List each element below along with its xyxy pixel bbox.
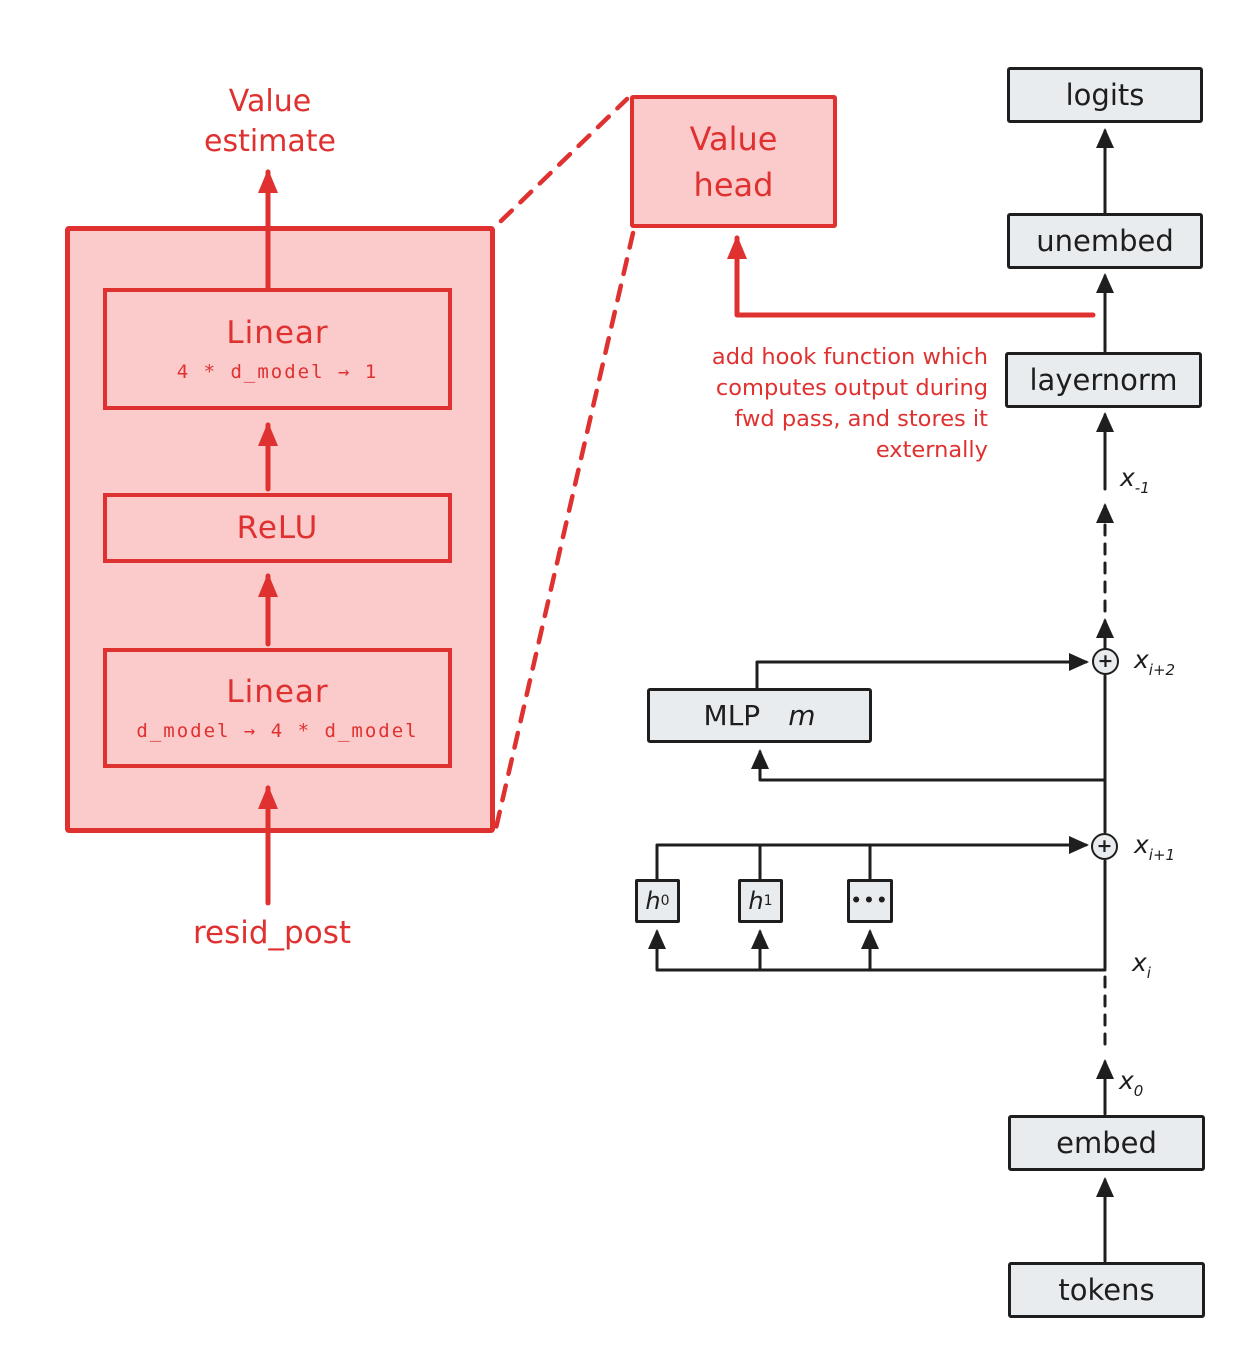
x-0-sub: 0 [1133,1082,1144,1100]
arrow-xi-to-head0 [648,929,1107,972]
x-i1-base: x [1134,830,1149,859]
residual-add-icon: + [1091,833,1118,860]
attn-head-more-dots: ••• [850,891,890,911]
hook-annotation-line4: externally [875,437,988,463]
x-i1-sub: i+1 [1148,846,1176,864]
unembed-box: unembed [1007,213,1203,269]
attn-head-0-sub: 0 [660,893,670,909]
linear-output-layer-title: Linear [226,315,329,351]
attn-head-more-box: ••• [847,879,893,923]
x-0-label: x0 [1119,1066,1143,1100]
linear-input-layer-box: Linear d_model → 4 * d_model [103,648,452,768]
value-head-detail-box [65,226,495,833]
value-estimate-line1: Value [228,84,312,119]
hook-annotation-line3: fwd pass, and stores it [734,406,988,432]
hook-annotation-line1: add hook function which [711,344,988,370]
embed-box: embed [1008,1115,1205,1171]
mlp-label: MLP [703,699,761,732]
plus-glyph: + [1097,650,1114,672]
x-i2-sub: i+2 [1148,661,1176,679]
zoom-connector-top [498,96,630,224]
x-minus1-sub: -1 [1134,479,1150,497]
relu-layer-box: ReLU [103,493,452,563]
residual-add-icon: + [1092,648,1119,675]
logits-box: logits [1007,67,1203,123]
linear-output-layer-box: Linear 4 * d_model → 1 [103,288,452,410]
relu-layer-title: ReLU [236,510,319,546]
arrow-mlp-out-to-add [755,653,1089,690]
arrow-resid-to-mlp [751,749,1107,782]
arrow-heads-out-to-add [655,836,1089,881]
value-estimate-label: Value estimate [120,82,420,162]
x-minus1-base: x [1120,463,1135,492]
value-head-line1: Value [689,119,778,158]
mlp-param: m [788,699,816,732]
plus-glyph: + [1096,835,1113,857]
x-i-sub: i [1146,964,1151,982]
attn-head-1-label: h [748,887,764,915]
value-estimate-line2: estimate [203,124,336,159]
mlp-box: MLP m [647,688,872,743]
value-head-line2: head [693,165,774,204]
x-i-label: xi [1132,948,1151,982]
linear-input-layer-dims: d_model → 4 * d_model [136,720,419,742]
tokens-box: tokens [1008,1262,1205,1318]
attn-head-1-sub: 1 [763,893,773,909]
hook-annotation-line2: computes output during [715,375,988,401]
linear-input-layer-title: Linear [226,674,329,710]
x-0-base: x [1119,1066,1134,1095]
x-i1-label: xi+1 [1134,830,1175,864]
resid-post-label: resid_post [192,915,352,951]
layernorm-box: layernorm [1005,352,1202,408]
x-i-base: x [1132,948,1147,977]
x-i2-label: xi+2 [1134,645,1175,679]
x-i2-base: x [1134,645,1149,674]
linear-output-layer-dims: 4 * d_model → 1 [176,361,379,383]
x-minus1-label: x-1 [1120,463,1150,497]
hook-annotation: add hook function which computes output … [600,342,988,466]
value-head-box: Value head [630,95,837,228]
attn-head-0-label: h [645,887,661,915]
zoom-connector-bottom [493,230,636,831]
